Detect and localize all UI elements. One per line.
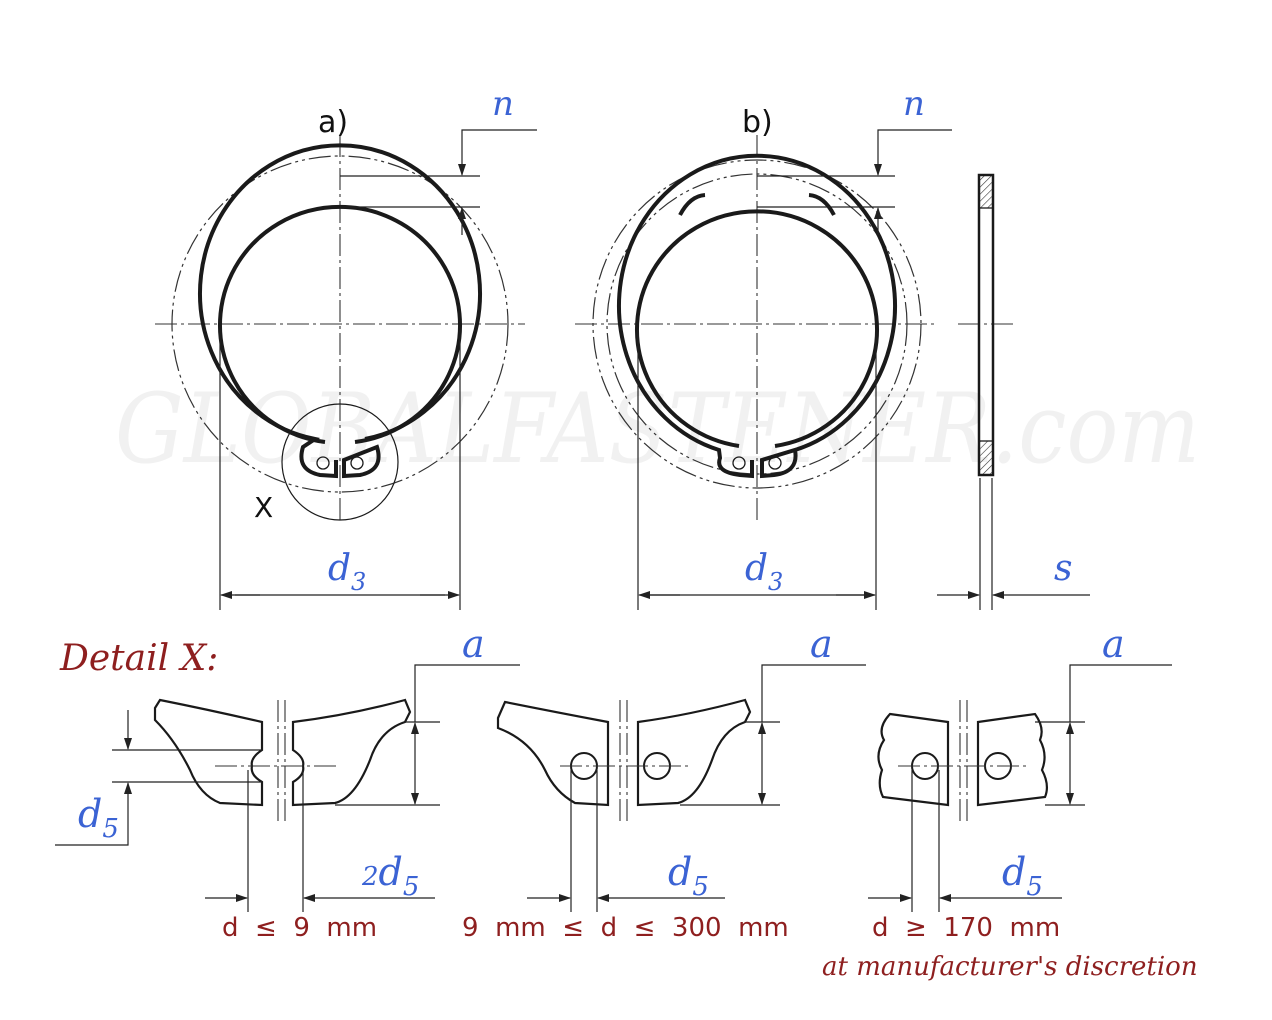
detail-small-2d5-label: 2d5: [361, 850, 419, 902]
view-a-n-leader: [458, 129, 537, 176]
detail-large-left-lug: [877, 712, 950, 807]
side-view-hatch-bottom: [980, 441, 992, 474]
detail-large-range-label: d ≥ 170 mm: [872, 913, 1060, 943]
watermark: GLOBALFASTENER.com: [115, 373, 1200, 485]
view-a-n-label: n: [492, 84, 514, 124]
detail-medium-a-label: a: [810, 622, 833, 666]
detail-medium-right-lug: [636, 698, 752, 807]
detail-small-range-label: d ≤ 9 mm: [222, 913, 377, 943]
manufacturer-discretion-note: at manufacturer's discretion: [822, 952, 1198, 982]
detail-small-right-lug: [291, 698, 412, 807]
detail-small-a-label: a: [462, 622, 485, 666]
view-a-label: a): [318, 105, 348, 140]
view-b-ring-lug-recess-left: [678, 193, 706, 216]
view-b-d3-label: d3: [745, 548, 783, 596]
detail-medium-left-lug: [496, 700, 610, 807]
view-b-n-leader: [874, 129, 952, 176]
detail-medium-d5-label: d5: [668, 850, 709, 902]
detail-x-label: X: [254, 491, 273, 524]
side-view-hatch-top: [980, 176, 992, 208]
view-b-ring-inner-contour: [635, 209, 879, 448]
detail-medium: a d5 9 mm ≤ d ≤ 300 mm: [462, 622, 866, 943]
view-b: b) n d3: [575, 84, 952, 610]
detail-large-d5-label: d5: [1002, 850, 1043, 902]
side-view-s-label: s: [1054, 548, 1072, 589]
detail-medium-a-leader: [761, 664, 866, 722]
view-a-d3-label: d3: [328, 548, 366, 596]
side-view-ring-section: [977, 173, 995, 477]
detail-small-a-leader: [414, 664, 520, 722]
view-b-ring-lug-recess-right: [808, 193, 836, 216]
view-a: a) X n d3: [155, 84, 537, 610]
detail-large: a d5 d ≥ 170 mm at manufacturer's discre…: [822, 622, 1198, 982]
detail-small: d5 a 2d5 d ≤ 9 mm: [55, 622, 520, 943]
view-b-ring-outer-contour: [617, 153, 897, 479]
detail-title: Detail X:: [59, 638, 218, 679]
view-b-label: b): [742, 105, 773, 140]
view-b-lug-hole-left: [732, 456, 746, 470]
side-view: s: [937, 173, 1090, 610]
detail-x-marker-circle: [281, 403, 399, 521]
view-b-lug-hole-right: [768, 456, 782, 470]
detail-small-d5-leader: [55, 782, 132, 846]
detail-small-left-lug: [153, 698, 264, 807]
view-a-lug-hole-right: [350, 456, 364, 470]
detail-medium-range-label: 9 mm ≤ d ≤ 300 mm: [462, 913, 789, 943]
view-b-n-label: n: [903, 84, 925, 124]
view-a-lug-hole-left: [316, 456, 330, 470]
detail-large-a-leader: [1069, 664, 1172, 722]
detail-small-d5-label: d5: [78, 792, 119, 844]
detail-large-right-lug: [976, 712, 1049, 807]
detail-large-a-label: a: [1102, 622, 1125, 666]
